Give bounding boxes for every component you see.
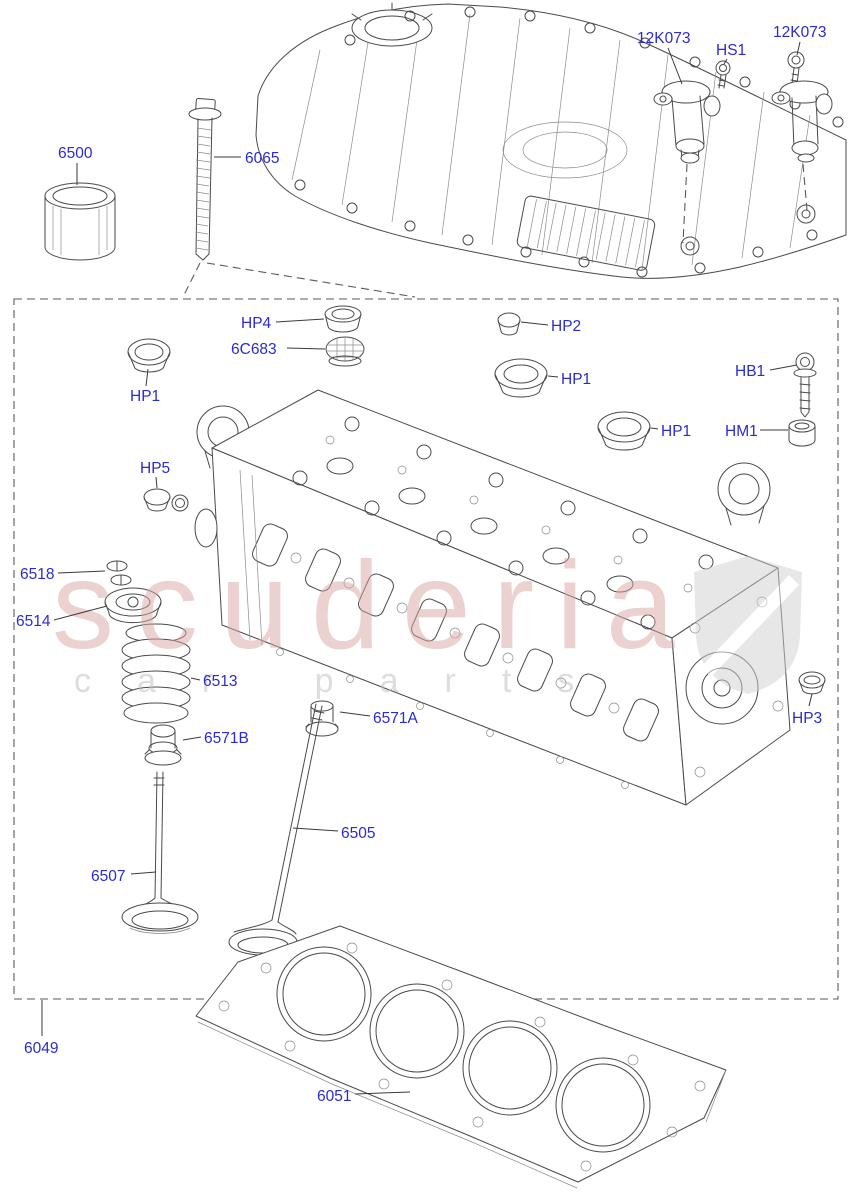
bolt-insert-line-b (206, 262, 416, 298)
part-label-HP2: HP2 (551, 318, 581, 335)
core-plug-hp1-left (127, 338, 171, 373)
part-label-HM1: HM1 (725, 423, 758, 440)
part-label-HP5: HP5 (140, 460, 170, 477)
leader-line-12K073-b (796, 41, 801, 56)
head-gasket-6051 (195, 925, 727, 1189)
plug-hp3 (798, 671, 826, 695)
valve-spring-6513 (121, 623, 191, 724)
leader-line-HP1-c (650, 427, 659, 430)
part-label-6571A: 6571A (373, 710, 418, 727)
leader-line-6513 (190, 677, 201, 681)
spring-retainer-6514 (104, 587, 162, 624)
part-label-6500: 6500 (58, 145, 93, 162)
bolt-insert-line-a (182, 262, 201, 298)
cam-sensor-12k073-left (653, 80, 721, 164)
part-label-HP1-c: HP1 (661, 423, 691, 440)
leader-line-6505 (292, 827, 339, 832)
leader-line-HP2 (520, 321, 549, 326)
part-label-HP1-a: HP1 (130, 388, 160, 405)
part-label-HS1: HS1 (716, 42, 746, 59)
part-label-6514: 6514 (16, 613, 51, 630)
part-label-HP4: HP4 (241, 315, 272, 332)
leader-line-12K073-a (667, 47, 683, 85)
part-label-HP3: HP3 (792, 710, 822, 727)
bolt-hb1 (793, 352, 817, 418)
leader-line-HP3 (808, 693, 813, 707)
plug-hp5 (143, 488, 189, 512)
leader-line-HP4 (275, 318, 325, 323)
head-top-details (292, 416, 714, 630)
sensor-left-insert-line (682, 163, 688, 244)
leader-line-HB1 (769, 364, 798, 371)
valve-cover-drawing (255, 2, 847, 279)
leader-line-HP1-a (145, 368, 149, 387)
exhaust-valve-6507 (121, 771, 199, 934)
bolt-6065-drawing (188, 98, 222, 261)
lifting-eye-right (717, 462, 771, 526)
oil-filler-cap (351, 2, 433, 47)
sensor-right-insert-line (802, 163, 808, 211)
breather-6c683 (325, 336, 365, 367)
leader-line-6051 (354, 1091, 411, 1095)
part-label-6571B: 6571B (204, 730, 249, 747)
cover-ribbed-block (516, 195, 656, 271)
core-plug-hp1-mid (494, 358, 548, 398)
watermark-word: scuderia (52, 537, 697, 675)
leader-line-6C683 (286, 347, 326, 350)
head-front-ports (239, 469, 659, 789)
part-label-6049: 6049 (24, 1040, 58, 1057)
part-label-6505: 6505 (341, 825, 375, 842)
bushing-hm1 (788, 419, 816, 447)
cover-bolt-bosses (294, 6, 844, 278)
leader-line-HS1 (723, 58, 728, 65)
plug-hp2 (497, 312, 521, 336)
part-label-6507: 6507 (91, 868, 125, 885)
valve-stem-seal-6571b (144, 724, 182, 766)
assembly-boundary-box (13, 298, 839, 1000)
part-label-6065: 6065 (245, 150, 279, 167)
core-plug-hp1-right (597, 411, 651, 451)
sensor-bolt-hs1 (715, 60, 731, 89)
leader-line-6514 (53, 605, 108, 621)
part-label-6513: 6513 (203, 673, 237, 690)
watermark-shield-logo (694, 556, 802, 694)
watermark-subword: car parts (74, 662, 620, 700)
valve-keepers-6518 (106, 560, 132, 586)
part-label-12K073-b: 12K073 (773, 24, 826, 41)
leader-line-6571A (339, 711, 371, 717)
leader-line-6518 (57, 570, 106, 574)
cam-sensor-12k073-right (771, 51, 833, 163)
watermark: scuderia car parts (52, 537, 802, 700)
cap-hp4 (324, 305, 362, 333)
leader-line-HP1-b (547, 375, 559, 378)
leader-line-HP5 (155, 476, 158, 489)
leader-line-6571B (182, 736, 202, 741)
tappet-6500-drawing (44, 182, 116, 261)
part-label-12K073-a: 12K073 (637, 30, 690, 47)
part-label-6051: 6051 (317, 1088, 351, 1105)
part-label-HB1: HB1 (735, 363, 765, 380)
leader-line-6507 (130, 871, 157, 875)
part-label-6518: 6518 (20, 566, 54, 583)
part-label-6C683: 6C683 (231, 341, 277, 358)
part-label-HP1-b: HP1 (561, 371, 591, 388)
